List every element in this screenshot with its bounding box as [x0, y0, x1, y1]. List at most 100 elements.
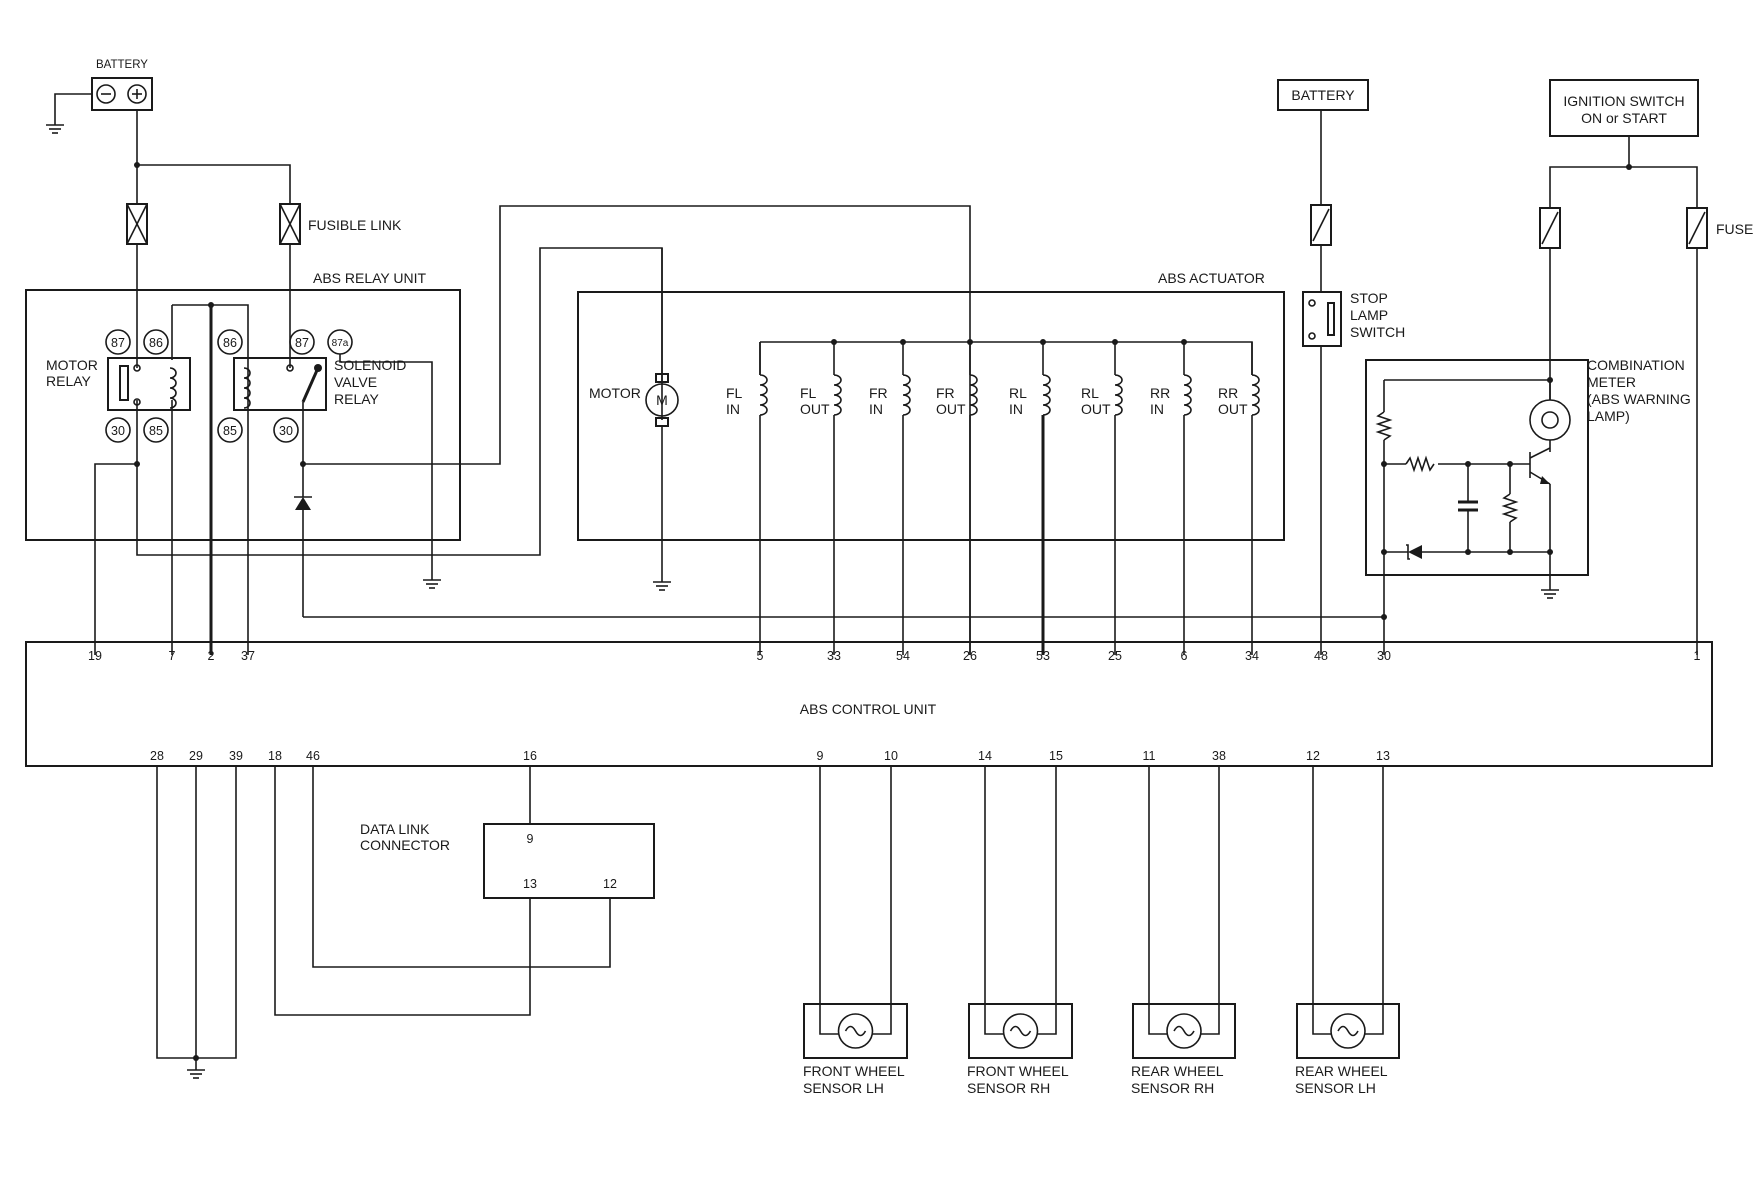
pin-label: 18: [268, 749, 282, 763]
wheel-sensor: [803, 766, 908, 1059]
battery-left-label: BATTERY: [96, 59, 148, 71]
svg-text:87: 87: [295, 336, 309, 350]
fusible-links: FUSIBLE LINK: [126, 162, 402, 368]
abs-actuator: ABS ACTUATOR MOTOR M FLINFLOUTFRINFROUTR…: [577, 248, 1285, 655]
pin-label: 14: [978, 749, 992, 763]
svg-text:ON or START: ON or START: [1581, 110, 1667, 126]
pin-label: 38: [1212, 749, 1226, 763]
ground-icon: [187, 1069, 205, 1079]
sine-wave-icon: [1166, 1013, 1202, 1049]
abs-relay-unit: ABS RELAY UNIT MOTOR RELAY 87 86 30 85 8…: [25, 205, 1384, 655]
svg-text:RL: RL: [1009, 385, 1027, 401]
svg-text:86: 86: [149, 336, 163, 350]
solenoid-valve-relay-label: SOLENOID: [334, 357, 406, 373]
battery-left: BATTERY: [46, 59, 153, 165]
svg-text:SENSOR RH: SENSOR RH: [967, 1080, 1050, 1096]
pin-label: 33: [827, 649, 841, 663]
svg-text:IN: IN: [726, 401, 740, 417]
ignition-switch-label: IGNITION SWITCH: [1563, 93, 1684, 109]
svg-text:13: 13: [523, 877, 537, 891]
motor-relay-label: MOTOR: [46, 357, 98, 373]
svg-text:OUT: OUT: [936, 401, 966, 417]
battery-right: BATTERY: [1277, 79, 1369, 292]
pin-label: 28: [150, 749, 164, 763]
svg-text:METER: METER: [1587, 374, 1636, 390]
pin-label: 12: [1306, 749, 1320, 763]
combination-meter: COMBINATION METER (ABS WARNING LAMP): [1365, 357, 1691, 655]
svg-text:IN: IN: [869, 401, 883, 417]
pin-label: 6: [1181, 649, 1188, 663]
pin-label: 48: [1314, 649, 1328, 663]
svg-text:RR: RR: [1150, 385, 1170, 401]
svg-text:(ABS WARNING: (ABS WARNING: [1587, 391, 1691, 407]
svg-text:LAMP): LAMP): [1587, 408, 1630, 424]
sine-wave-icon: [1330, 1013, 1366, 1049]
svg-text:SENSOR LH: SENSOR LH: [1295, 1080, 1376, 1096]
svg-text:SENSOR RH: SENSOR RH: [1131, 1080, 1214, 1096]
front-wheel-sensor-lh-label: FRONT WHEEL: [803, 1063, 905, 1079]
combination-meter-label: COMBINATION: [1587, 357, 1685, 373]
svg-text:M: M: [656, 392, 668, 408]
svg-text:IN: IN: [1150, 401, 1164, 417]
diode-icon: [294, 464, 312, 617]
svg-text:OUT: OUT: [1218, 401, 1248, 417]
abs-actuator-label: ABS ACTUATOR: [1158, 270, 1265, 286]
rear-wheel-sensor-rh-label: REAR WHEEL: [1131, 1063, 1224, 1079]
svg-text:RL: RL: [1081, 385, 1099, 401]
wheel-sensor: [1132, 766, 1236, 1059]
pin-label: 15: [1049, 749, 1063, 763]
rear-wheel-sensor-lh-label: REAR WHEEL: [1295, 1063, 1388, 1079]
pin-label: 30: [1377, 649, 1391, 663]
sine-wave-icon: [1002, 1013, 1039, 1049]
pin-label: 2: [208, 649, 215, 663]
stop-lamp-switch-label: STOP: [1350, 290, 1388, 306]
ground-icon: [423, 579, 441, 589]
fuse-label: FUSE: [1716, 221, 1753, 237]
capacitor-icon: [1458, 464, 1478, 552]
ground-wiring: [156, 766, 237, 1079]
svg-text:30: 30: [279, 424, 293, 438]
svg-text:86: 86: [223, 336, 237, 350]
fusible-link-icon: [279, 203, 301, 245]
fusible-link-label: FUSIBLE LINK: [308, 217, 402, 233]
fuse-icon: [1686, 207, 1708, 249]
pin-label: 26: [963, 649, 977, 663]
svg-text:SWITCH: SWITCH: [1350, 324, 1405, 340]
svg-text:RELAY: RELAY: [334, 391, 380, 407]
pin-label: 39: [229, 749, 243, 763]
ground-icon: [46, 124, 64, 134]
stop-lamp-switch: STOP LAMP SWITCH: [1302, 290, 1405, 655]
svg-text:VALVE: VALVE: [334, 374, 377, 390]
pin-label: 34: [1245, 649, 1259, 663]
svg-text:30: 30: [111, 424, 125, 438]
pin-label: 19: [88, 649, 102, 663]
motor-label: MOTOR: [589, 385, 641, 401]
ground-icon: [1541, 589, 1559, 599]
pin-label: 29: [189, 749, 203, 763]
fuse-icon: [1539, 207, 1561, 249]
front-wheel-sensor-rh-label: FRONT WHEEL: [967, 1063, 1069, 1079]
sine-wave-icon: [837, 1013, 874, 1049]
wheel-sensor-labels: FRONT WHEEL SENSOR LH FRONT WHEEL SENSOR…: [803, 1063, 1388, 1096]
pin-label: 54: [896, 649, 910, 663]
warning-lamp-icon: [1529, 399, 1571, 452]
svg-text:85: 85: [223, 424, 237, 438]
svg-text:9: 9: [527, 832, 534, 846]
svg-text:FR: FR: [936, 385, 955, 401]
zener-diode-icon: [1384, 544, 1550, 560]
svg-text:12: 12: [603, 877, 617, 891]
ground-icon: [653, 581, 671, 591]
svg-text:OUT: OUT: [800, 401, 830, 417]
wheel-sensors: [803, 766, 1400, 1059]
ignition-switch: IGNITION SWITCH ON or START FUSE: [1539, 79, 1753, 655]
svg-text:FR: FR: [869, 385, 888, 401]
transistor-icon: [1529, 447, 1551, 552]
